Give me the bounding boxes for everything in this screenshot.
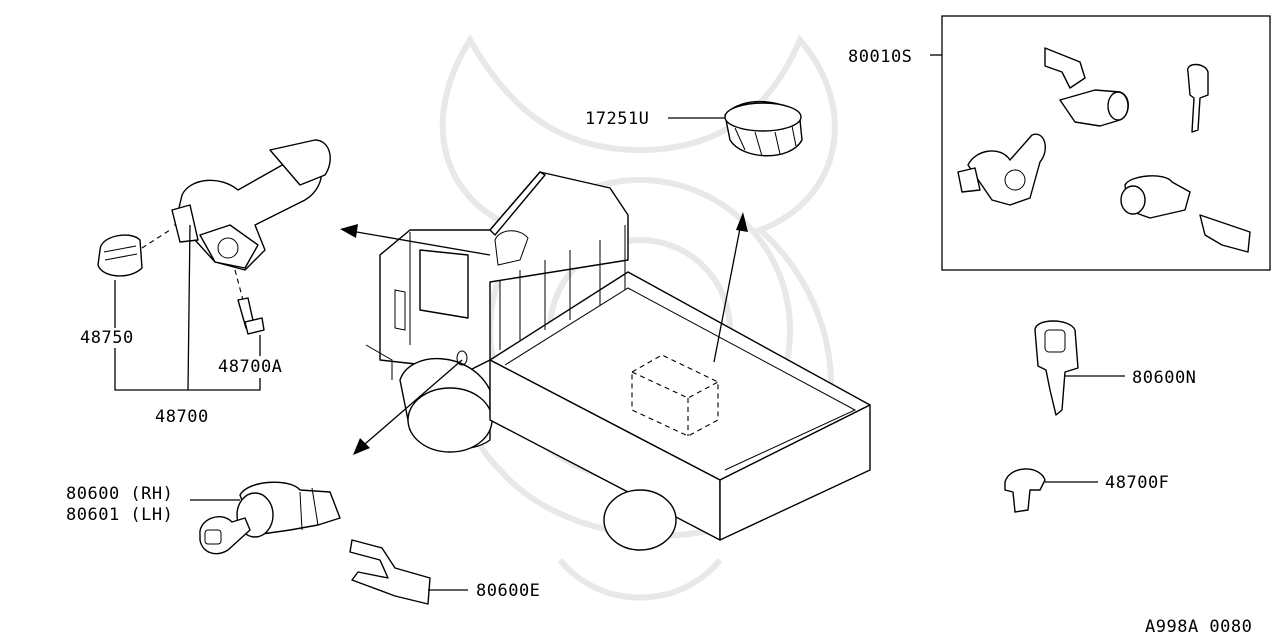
part-labels: 80010S 17251U 48750 48700A 48700 80600N … (66, 47, 1252, 637)
diagram-code: A998A 0080 (1145, 617, 1252, 637)
label-48700: 48700 (155, 407, 209, 427)
leader-lines (114, 54, 1125, 591)
label-48700f: 48700F (1105, 473, 1169, 493)
label-48700a: 48700A (218, 357, 282, 377)
retainer-clip-80600e (349, 539, 431, 605)
label-17251u: 17251U (585, 109, 649, 129)
pointer-arrows (340, 212, 748, 455)
fuel-filler-cap (724, 101, 803, 157)
label-80601-lh: 80601 (LH) (66, 505, 173, 525)
lock-kit-box (941, 15, 1271, 271)
ignition-switch-assembly (97, 139, 331, 335)
door-lock-cylinder (199, 481, 341, 555)
label-80600-rh: 80600 (RH) (66, 484, 173, 504)
blank-key (1034, 320, 1079, 416)
retainer-clip-48700f (1004, 468, 1046, 513)
label-80600e: 80600E (476, 581, 540, 601)
truck-illustration (365, 171, 871, 551)
label-48750: 48750 (80, 328, 134, 348)
label-80010s: 80010S (848, 47, 912, 67)
label-80600n: 80600N (1132, 368, 1196, 388)
